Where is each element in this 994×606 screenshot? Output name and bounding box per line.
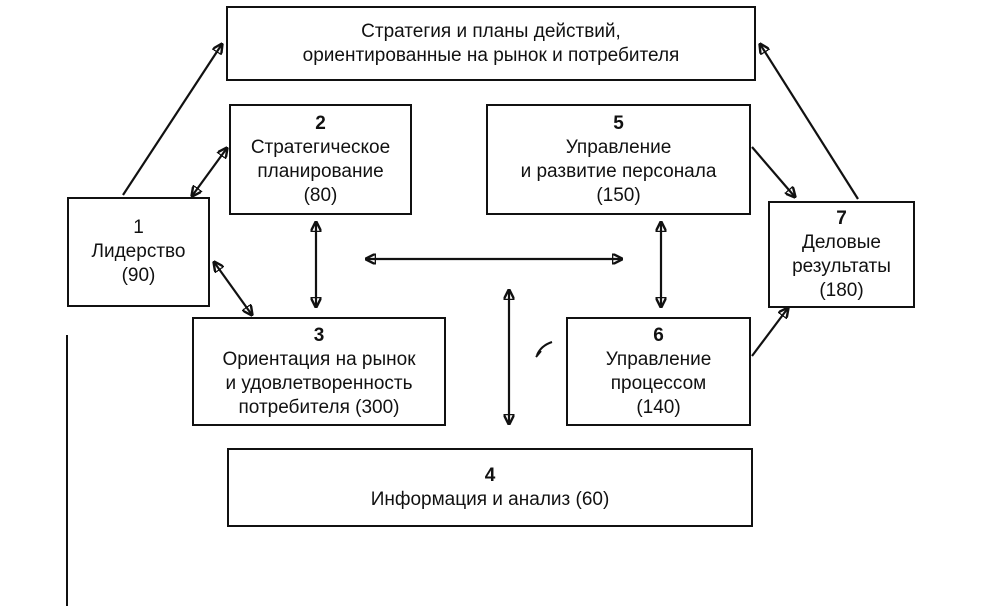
box-2-number: 2 (315, 112, 326, 134)
box-1-line-1: Лидерство (91, 241, 186, 262)
strategy-line-2: ориентированные на рынок и потребителя (302, 44, 680, 66)
stray-mark (535, 341, 553, 358)
arrow-leadership-to-strategy (122, 44, 222, 196)
box-3-number: 3 (313, 324, 325, 346)
box-6-line-1: Управление (605, 348, 712, 370)
arrow-process-to-results (751, 308, 788, 357)
box-3-line-1: Ориентация на рынок (222, 348, 416, 370)
box-2-line-1: Стратегическое (250, 136, 391, 158)
box-4-line-1: Информация и анализ (60) (370, 488, 610, 510)
box-information-analysis: 4 Информация и анализ (60) (227, 448, 753, 527)
box-business-results: 7 Деловые результаты (180) (768, 201, 915, 308)
box-1-number: 1 (133, 217, 144, 238)
strategy-box: Стратегия и планы действий, ориентирован… (226, 6, 756, 81)
box-process-management: 6 Управление процессом (140) (566, 317, 751, 426)
box-6-line-2: процессом (610, 372, 707, 394)
arrow-personnel-to-results (751, 146, 795, 197)
box-strategic-planning: 2 Стратегическое планирование (80) (229, 104, 412, 215)
box-6-number: 6 (653, 324, 664, 346)
box-7-line-2: результаты (792, 255, 891, 277)
box-5-line-2: и развитие персонала (520, 160, 717, 182)
box-3-line-3: потребителя (300) (238, 396, 400, 418)
arrow-leadership-planning (192, 148, 227, 196)
arrow-leadership-customer (214, 262, 252, 315)
strategy-line-1: Стратегия и планы действий, (361, 20, 621, 42)
box-2-score: (80) (303, 184, 338, 206)
box-5-line-1: Управление (565, 136, 672, 158)
box-7-score: (180) (819, 279, 864, 301)
box-5-number: 5 (613, 112, 624, 134)
box-customer-focus: 3 Ориентация на рынок и удовлетворенност… (192, 317, 446, 426)
box-1-score: (90) (121, 265, 156, 286)
box-4-number: 4 (484, 464, 496, 486)
arrow-results-to-strategy (760, 44, 859, 200)
box-personnel-management: 5 Управление и развитие персонала (150) (486, 104, 751, 215)
box-6-score: (140) (636, 396, 681, 418)
box-3-line-2: и удовлетворенность (225, 372, 413, 394)
box-leadership: 1 Лидерство (90) (67, 197, 210, 307)
box-2-line-2: планирование (257, 160, 384, 182)
box-5-score: (150) (596, 184, 641, 206)
box-7-number: 7 (836, 207, 847, 229)
box-7-line-1: Деловые (802, 231, 881, 253)
